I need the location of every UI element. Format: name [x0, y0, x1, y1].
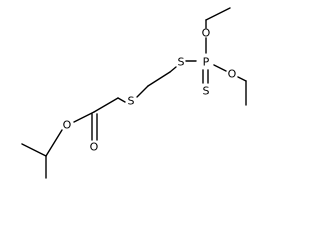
bond-upper-ethyl: [205, 7, 231, 21]
bond-thioether-s-to-ethylene: [136, 85, 149, 98]
atom-thioether-sulfur: S: [128, 95, 135, 108]
bond-isopropyl-methyl-left: [21, 143, 47, 157]
molecule-structure: O O S S P O O S: [21, 7, 247, 179]
atom-labels: O O S S P O O S: [63, 27, 237, 154]
bond-ethylene: [147, 71, 171, 87]
atom-ester-oxygen: O: [63, 119, 72, 132]
atom-upper-ethoxy-oxygen: O: [202, 27, 211, 40]
bond-methylene-to-thioether-s: [117, 97, 126, 103]
atom-right-ethoxy-oxygen: O: [228, 68, 237, 81]
bond-carbonyl-to-methylene: [93, 97, 119, 113]
atom-carbonyl-oxygen: O: [90, 141, 99, 154]
bond-p-to-right-oxygen: [213, 64, 227, 72]
bond-right-oxygen-to-ethyl: [237, 76, 247, 82]
bond-ester-oxygen-to-carbonyl-carbon: [73, 111, 95, 123]
atom-phosphorus: P: [203, 56, 210, 69]
bond-ethylene-to-thiophosphate-s: [169, 66, 177, 73]
bond-isopropyl-to-ester-oxygen: [45, 129, 63, 157]
atom-thiophosphate-sulfur: S: [178, 56, 185, 69]
bonds: [21, 7, 247, 179]
atom-thiono-sulfur: S: [203, 85, 210, 98]
